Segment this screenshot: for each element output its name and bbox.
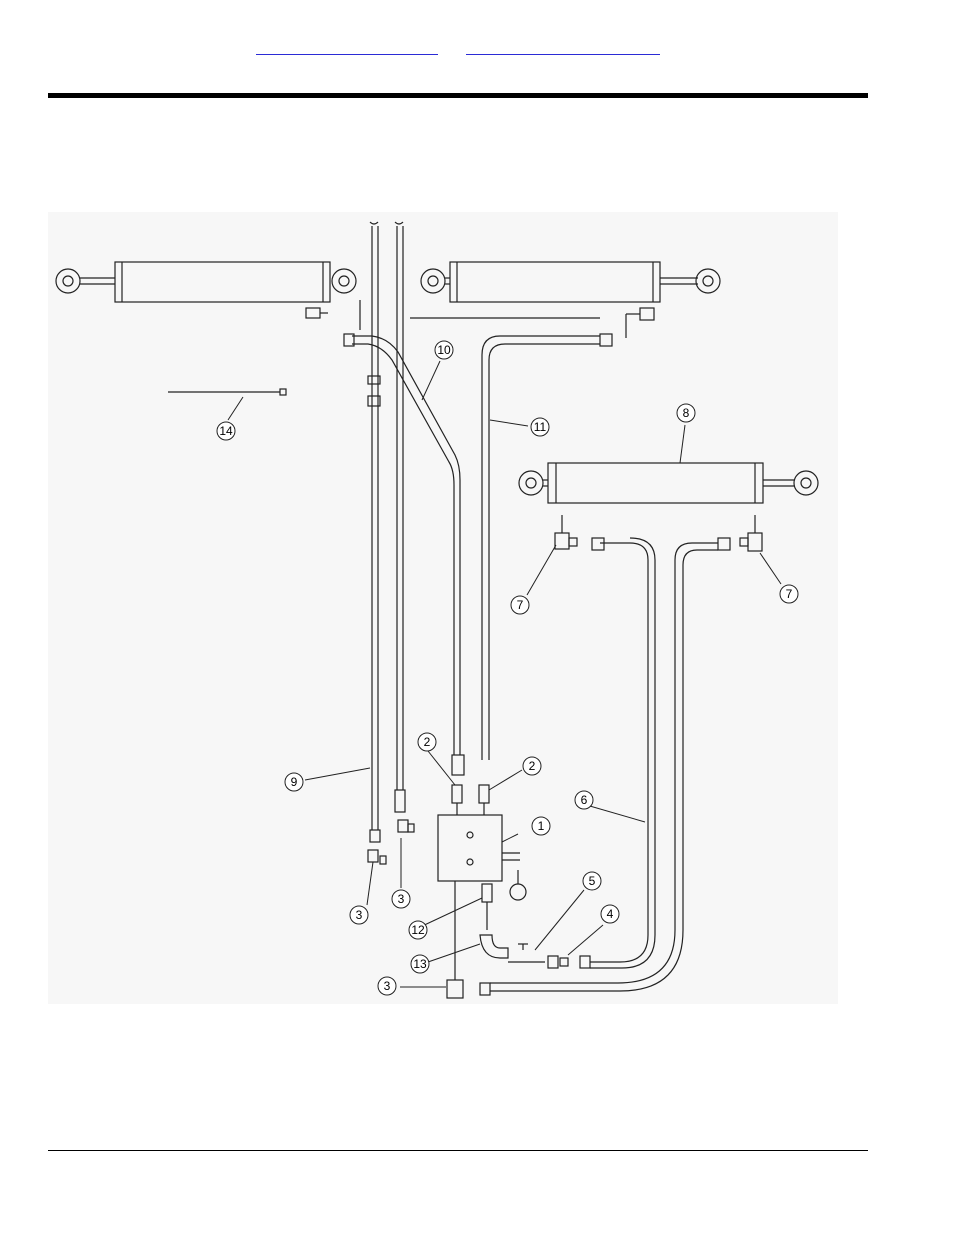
svg-text:3: 3	[384, 979, 391, 993]
callout-13: 13	[411, 955, 429, 973]
svg-text:10: 10	[437, 343, 451, 357]
callout-3b: 3	[392, 890, 410, 908]
callout-6: 6	[575, 791, 593, 809]
cylinder-upper-left	[56, 262, 356, 318]
svg-text:7: 7	[786, 587, 793, 601]
callout-2a: 2	[418, 733, 436, 751]
svg-text:3: 3	[398, 892, 405, 906]
svg-text:14: 14	[219, 424, 233, 438]
svg-text:13: 13	[413, 957, 427, 971]
leader-lines	[228, 361, 781, 987]
callout-3c: 3	[378, 977, 396, 995]
callout-1: 1	[532, 817, 550, 835]
svg-text:1: 1	[538, 819, 545, 833]
svg-text:7: 7	[517, 598, 524, 612]
svg-text:8: 8	[683, 406, 690, 420]
cylinder-middle	[519, 463, 818, 503]
callout-4: 4	[601, 905, 619, 923]
svg-text:2: 2	[424, 735, 431, 749]
svg-text:5: 5	[589, 874, 596, 888]
svg-text:6: 6	[581, 793, 588, 807]
svg-text:2: 2	[529, 759, 536, 773]
svg-text:4: 4	[607, 907, 614, 921]
callout-5: 5	[583, 872, 601, 890]
callout-8: 8	[677, 404, 695, 422]
callout-7b: 7	[780, 585, 798, 603]
svg-text:11: 11	[534, 420, 547, 434]
callout-2b: 2	[523, 757, 541, 775]
callout-10: 10	[435, 341, 453, 359]
svg-text:3: 3	[356, 908, 363, 922]
svg-text:9: 9	[291, 775, 298, 789]
callout-14: 14	[217, 422, 235, 440]
callout-9: 9	[285, 773, 303, 791]
callout-7a: 7	[511, 596, 529, 614]
callout-12: 12	[409, 921, 427, 939]
cylinder-upper-right	[421, 262, 720, 338]
svg-text:12: 12	[411, 923, 425, 937]
callout-3a: 3	[350, 906, 368, 924]
callout-11: 11	[531, 418, 549, 436]
